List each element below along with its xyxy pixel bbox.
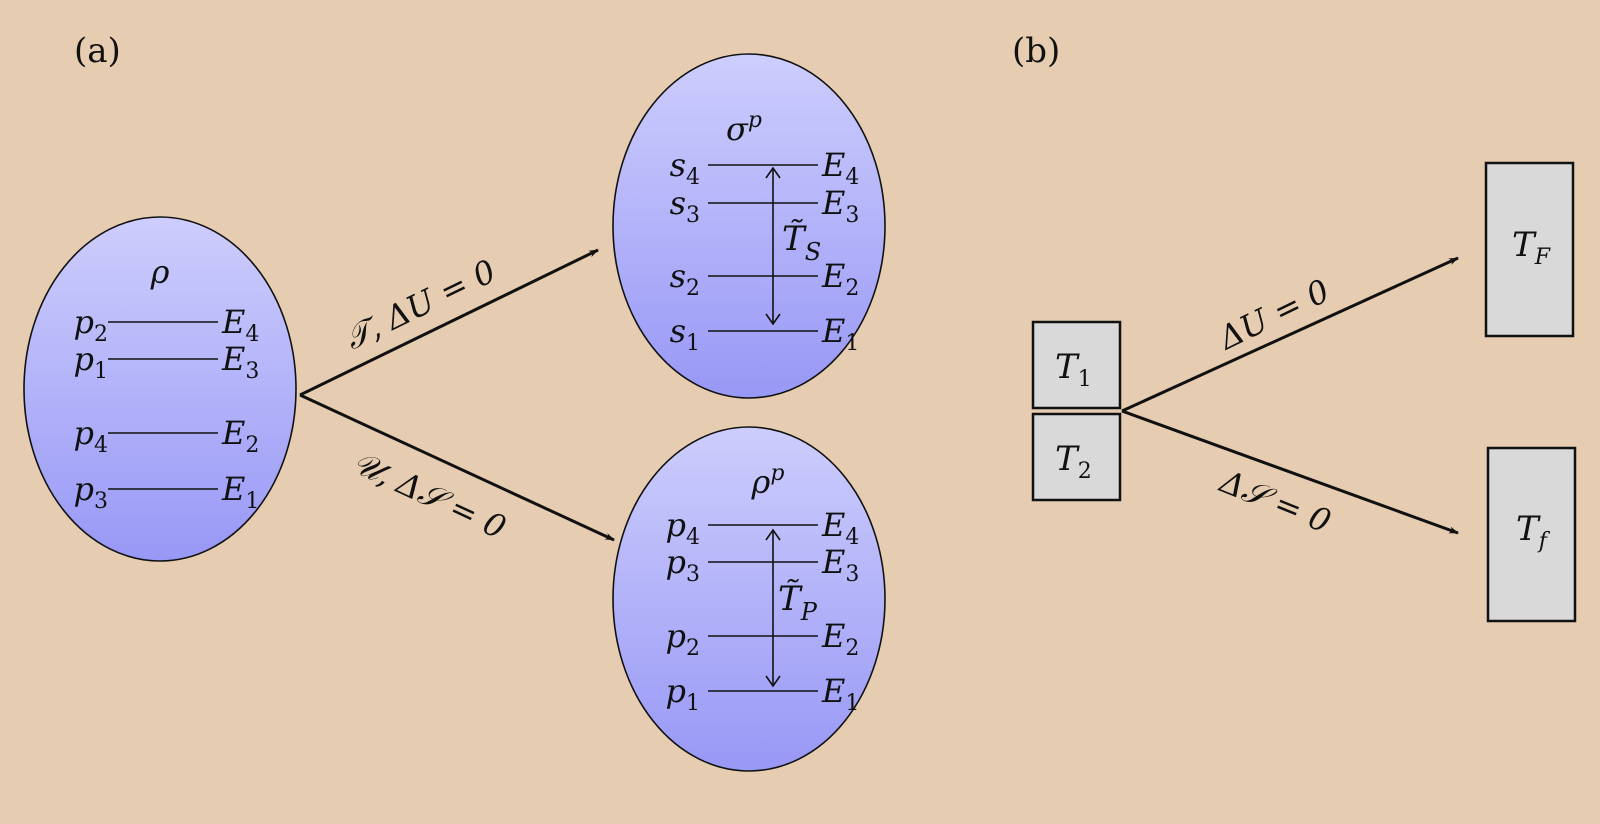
energy-label: E2 [821, 617, 859, 661]
lower-transformation-arrow [299, 393, 615, 542]
energy-level: p4 E2 [74, 414, 260, 458]
probability-label: p3 [666, 543, 700, 587]
energy-label: E1 [821, 672, 859, 716]
upper-state-levels: s4 E4 s3 E3 s2 E2 s1 E1 [670, 146, 860, 356]
upper-transformation-arrow [299, 248, 599, 397]
probability-label: s3 [670, 184, 700, 228]
box-tf-upper: TF [1484, 161, 1575, 338]
upper-state-name: σp [726, 108, 762, 148]
energy-label: E2 [221, 414, 259, 458]
box-t1-label: T1 [1055, 347, 1092, 392]
box-t2: T2 [1031, 412, 1122, 502]
probability-label: p4 [666, 506, 700, 550]
lower-state-levels: p4 E4 p3 E3 p2 E2 p1 E1 [666, 506, 860, 716]
lower-state-ellipse: ρp [612, 426, 886, 772]
energy-label: E3 [821, 184, 859, 228]
energy-level: p3 E3 [666, 543, 860, 587]
panel-label-b: (b) [1012, 31, 1060, 71]
box-tf-upper-label: TF [1512, 225, 1551, 270]
b-lower-arrow-label: Δ𝒮 = 0 [1213, 461, 1336, 540]
energy-level: s2 E2 [670, 257, 860, 301]
initial-state-ellipse: ρ [23, 216, 297, 562]
b-lower-arrow [1121, 409, 1459, 535]
energy-level: s1 E1 [670, 312, 860, 356]
probability-label: p2 [666, 617, 700, 661]
box-t2-label: T2 [1055, 439, 1092, 484]
b-upper-arrow-label: ΔU = 0 [1211, 271, 1335, 358]
probability-label: p3 [74, 470, 108, 514]
energy-level: p4 E4 [666, 506, 860, 550]
energy-level: p1 E1 [666, 672, 860, 716]
probability-label: p1 [74, 340, 108, 384]
probability-label: p1 [666, 672, 700, 716]
energy-label: E4 [221, 303, 259, 347]
energy-label: E1 [221, 470, 259, 514]
probability-label: s4 [670, 146, 700, 190]
box-tf-lower: Tf [1486, 446, 1577, 623]
initial-state-levels: p2 E4 p1 E3 p4 E2 p3 E1 [74, 303, 260, 514]
upper-temperature-arrow [765, 166, 781, 326]
upper-arrow-label: 𝒯, ΔU = 0 [339, 252, 502, 357]
lower-temperature-arrow [765, 528, 781, 688]
b-upper-arrow [1121, 256, 1459, 413]
energy-level: p3 E1 [74, 470, 260, 514]
energy-label: E4 [821, 146, 859, 190]
probability-label: s2 [670, 257, 700, 301]
probability-label: p4 [74, 414, 108, 458]
box-t1: T1 [1031, 320, 1122, 410]
energy-label: E4 [821, 506, 859, 550]
energy-label: E3 [221, 340, 259, 384]
energy-label: E1 [821, 312, 859, 356]
upper-state-ellipse: σp [612, 53, 886, 399]
lower-temperature-label: T̃P [778, 579, 818, 626]
energy-level: p2 E2 [666, 617, 860, 661]
panel-label-a: (a) [74, 31, 121, 71]
energy-level: p1 E3 [74, 340, 260, 384]
energy-level: s4 E4 [670, 146, 860, 190]
probability-label: p2 [74, 303, 108, 347]
initial-state-name: ρ [150, 253, 170, 291]
energy-level: s3 E3 [670, 184, 860, 228]
energy-label: E2 [821, 257, 859, 301]
lower-state-name: ρp [751, 461, 785, 501]
energy-label: E3 [821, 543, 859, 587]
lower-arrow-label: 𝒰, Δ𝒮 = 0 [347, 443, 512, 547]
upper-temperature-label: T̃S [782, 219, 821, 266]
probability-label: s1 [670, 312, 700, 356]
energy-level: p2 E4 [74, 303, 260, 347]
